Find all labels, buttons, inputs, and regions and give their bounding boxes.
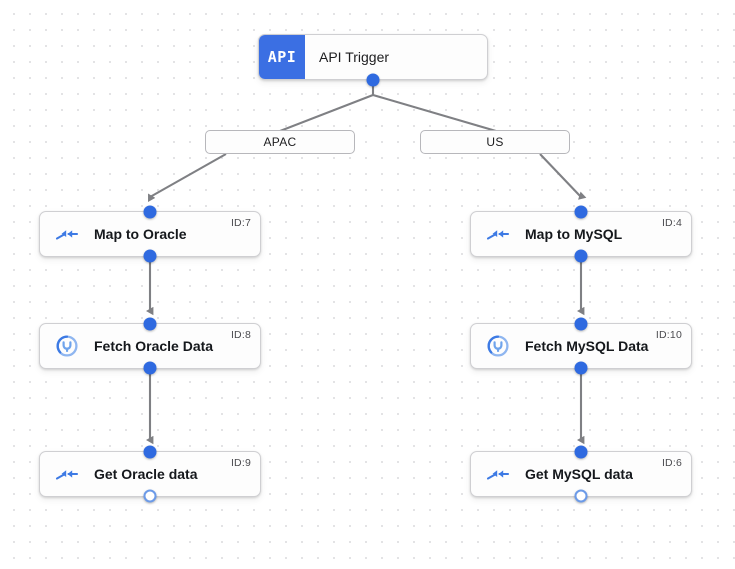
- node-get-mysql-data[interactable]: Get MySQL data ID:6: [470, 445, 692, 503]
- connector-plug-icon: [54, 333, 80, 359]
- port-fetch-oracle-data-out[interactable]: [143, 361, 157, 375]
- edge-trigger-to-us: [372, 93, 497, 133]
- merge-arrows-icon: [54, 221, 80, 247]
- connector-plug-icon: [485, 333, 511, 359]
- node-fetch-mysql-data[interactable]: Fetch MySQL Data ID:10: [470, 317, 692, 375]
- edge-us-to-map-mysql: [539, 153, 587, 200]
- node-label: Get MySQL data: [525, 466, 633, 482]
- edge-apac-to-map-oracle: [148, 153, 227, 203]
- node-map-to-oracle[interactable]: Map to Oracle ID:7: [39, 205, 261, 263]
- node-id-badge: ID:9: [230, 457, 251, 469]
- node-id-badge: ID:7: [230, 217, 251, 229]
- api-badge-icon: API: [259, 35, 305, 79]
- api-trigger-title: API Trigger: [319, 49, 390, 65]
- node-get-oracle-data[interactable]: Get Oracle data ID:9: [39, 445, 261, 503]
- node-id-badge: ID:8: [230, 329, 251, 341]
- port-fetch-mysql-data-in[interactable]: [574, 317, 588, 331]
- branch-condition-apac[interactable]: APAC: [205, 130, 355, 154]
- port-get-mysql-data-out[interactable]: [574, 489, 588, 503]
- port-fetch-oracle-data-in[interactable]: [143, 317, 157, 331]
- node-label: Get Oracle data: [94, 466, 198, 482]
- port-get-oracle-data-out[interactable]: [143, 489, 157, 503]
- port-trigger-out[interactable]: [366, 73, 380, 87]
- port-map-to-oracle-in[interactable]: [143, 205, 157, 219]
- node-label: Fetch Oracle Data: [94, 338, 214, 354]
- node-id-badge: ID:6: [661, 457, 682, 469]
- port-map-to-oracle-out[interactable]: [143, 249, 157, 263]
- port-map-to-mysql-out[interactable]: [574, 249, 588, 263]
- node-label: Map to Oracle: [94, 226, 187, 242]
- node-fetch-oracle-data[interactable]: Fetch Oracle Data ID:8: [39, 317, 261, 375]
- branch-condition-apac-label: APAC: [263, 135, 297, 149]
- node-label: Fetch MySQL Data: [525, 338, 649, 354]
- merge-arrows-icon: [485, 461, 511, 487]
- branch-condition-us-label: US: [486, 135, 504, 149]
- port-get-mysql-data-in[interactable]: [574, 445, 588, 459]
- port-fetch-mysql-data-out[interactable]: [574, 361, 588, 375]
- node-id-badge: ID:10: [655, 329, 682, 341]
- node-label: Map to MySQL: [525, 226, 623, 242]
- merge-arrows-icon: [485, 221, 511, 247]
- port-get-oracle-data-in[interactable]: [143, 445, 157, 459]
- api-badge-label: API: [267, 48, 297, 66]
- port-map-to-mysql-in[interactable]: [574, 205, 588, 219]
- node-map-to-mysql[interactable]: Map to MySQL ID:4: [470, 205, 692, 263]
- node-id-badge: ID:4: [661, 217, 682, 229]
- branch-condition-us[interactable]: US: [420, 130, 570, 154]
- merge-arrows-icon: [54, 461, 80, 487]
- edge-trigger-to-apac: [279, 94, 374, 132]
